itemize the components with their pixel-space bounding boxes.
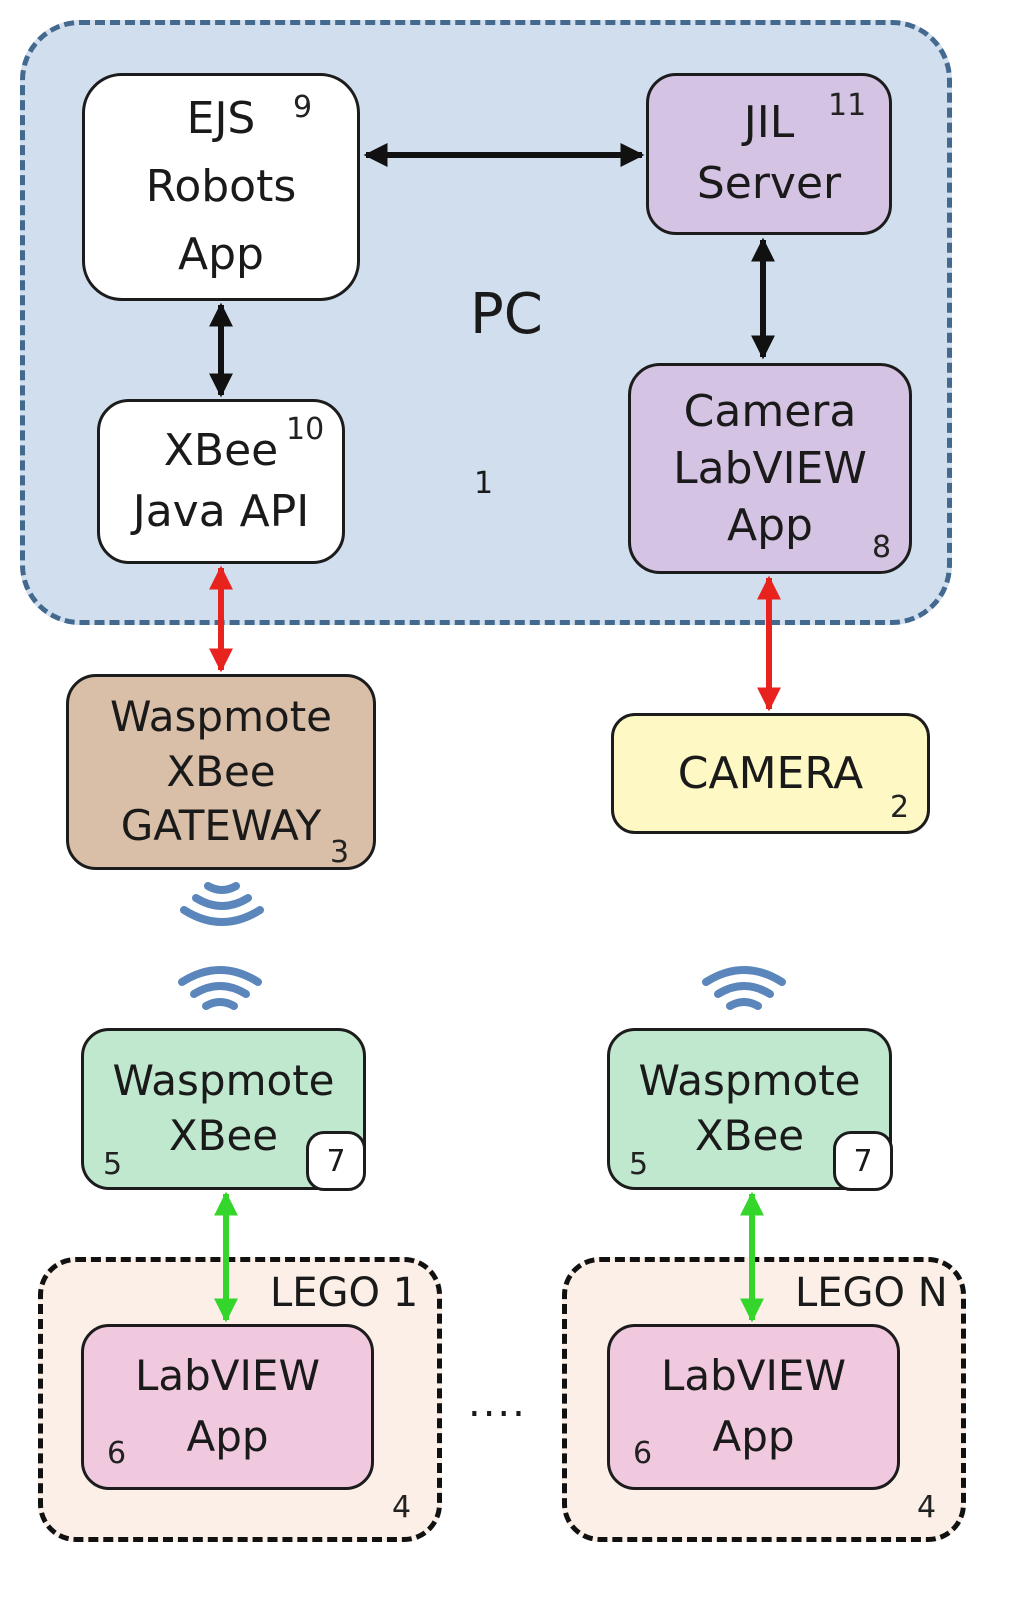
wifi-signal-right-icon <box>702 966 786 1010</box>
jil-line-1: JIL <box>743 97 795 149</box>
waspmote-left-line-2: XBee <box>168 1111 279 1160</box>
lego-1-app-number: 6 <box>107 1436 127 1471</box>
ejs-robots-app-box: EJS Robots App <box>82 73 360 301</box>
camera-app-line-3: App <box>727 500 813 552</box>
wifi-signal-left-icon <box>178 966 262 1010</box>
camera-labview-app-box: Camera LabVIEW App <box>628 363 912 574</box>
lego-n-number: 4 <box>917 1490 937 1525</box>
lego-1-label: LEGO 1 <box>270 1270 419 1316</box>
pc-number: 1 <box>474 466 494 501</box>
camera-label: CAMERA <box>677 747 864 799</box>
lego-1-labview-app-box: LabVIEW App <box>81 1324 374 1490</box>
lego-1-container <box>38 1257 442 1542</box>
jil-line-2: Server <box>696 158 842 209</box>
lego-n-app-line-1: LabVIEW <box>661 1351 846 1401</box>
pc-label: PC <box>470 282 543 347</box>
waspmote-right-badge: 7 <box>833 1131 893 1191</box>
lego-n-label: LEGO N <box>795 1270 948 1316</box>
lego-n-app-number: 6 <box>633 1436 653 1471</box>
camera-app-line-1: Camera <box>683 385 857 437</box>
waspmote-right-line-2: XBee <box>694 1111 805 1160</box>
lego-1-number: 4 <box>392 1490 412 1525</box>
gateway-line-2: XBee <box>166 746 276 796</box>
ejs-line-3: App <box>178 229 264 281</box>
gateway-line-3: GATEWAY <box>120 801 322 851</box>
xbee-api-number: 10 <box>286 412 325 447</box>
wifi-signal-gateway-icon <box>180 882 264 926</box>
waspmote-gateway-box: Waspmote XBee GATEWAY <box>66 674 376 870</box>
waspmote-left-badge-text: 7 <box>326 1143 346 1179</box>
waspmote-xbee-left-box: Waspmote XBee <box>81 1028 366 1190</box>
gateway-number: 3 <box>330 835 350 870</box>
xbee-api-line-1: XBee <box>163 424 279 476</box>
ejs-number: 9 <box>293 90 313 125</box>
waspmote-right-number: 5 <box>629 1147 649 1182</box>
waspmote-left-line-1: Waspmote <box>112 1056 335 1106</box>
ellipsis: .... <box>468 1380 527 1426</box>
camera-box: CAMERA <box>611 713 930 834</box>
waspmote-right-line-1: Waspmote <box>638 1056 861 1106</box>
waspmote-left-number: 5 <box>103 1147 123 1182</box>
xbee-api-line-2: Java API <box>132 485 310 537</box>
camera-number: 2 <box>890 790 910 825</box>
ejs-line-1: EJS <box>186 92 256 144</box>
waspmote-right-badge-text: 7 <box>853 1143 873 1179</box>
lego-n-labview-app-box: LabVIEW App <box>607 1324 900 1490</box>
xbee-java-api-box: XBee Java API <box>97 399 345 564</box>
lego-n-app-line-2: App <box>712 1412 795 1461</box>
waspmote-xbee-right-box: Waspmote XBee <box>607 1028 892 1190</box>
camera-app-line-2: LabVIEW <box>673 442 867 494</box>
camera-app-number: 8 <box>872 530 892 565</box>
lego-1-app-line-1: LabVIEW <box>135 1351 320 1401</box>
jil-number: 11 <box>828 88 867 123</box>
ejs-line-2: Robots <box>145 160 297 212</box>
lego-1-app-line-2: App <box>186 1412 269 1461</box>
waspmote-left-badge: 7 <box>306 1131 366 1191</box>
gateway-line-1: Waspmote <box>109 692 333 742</box>
jil-server-box: JIL Server <box>646 73 892 235</box>
